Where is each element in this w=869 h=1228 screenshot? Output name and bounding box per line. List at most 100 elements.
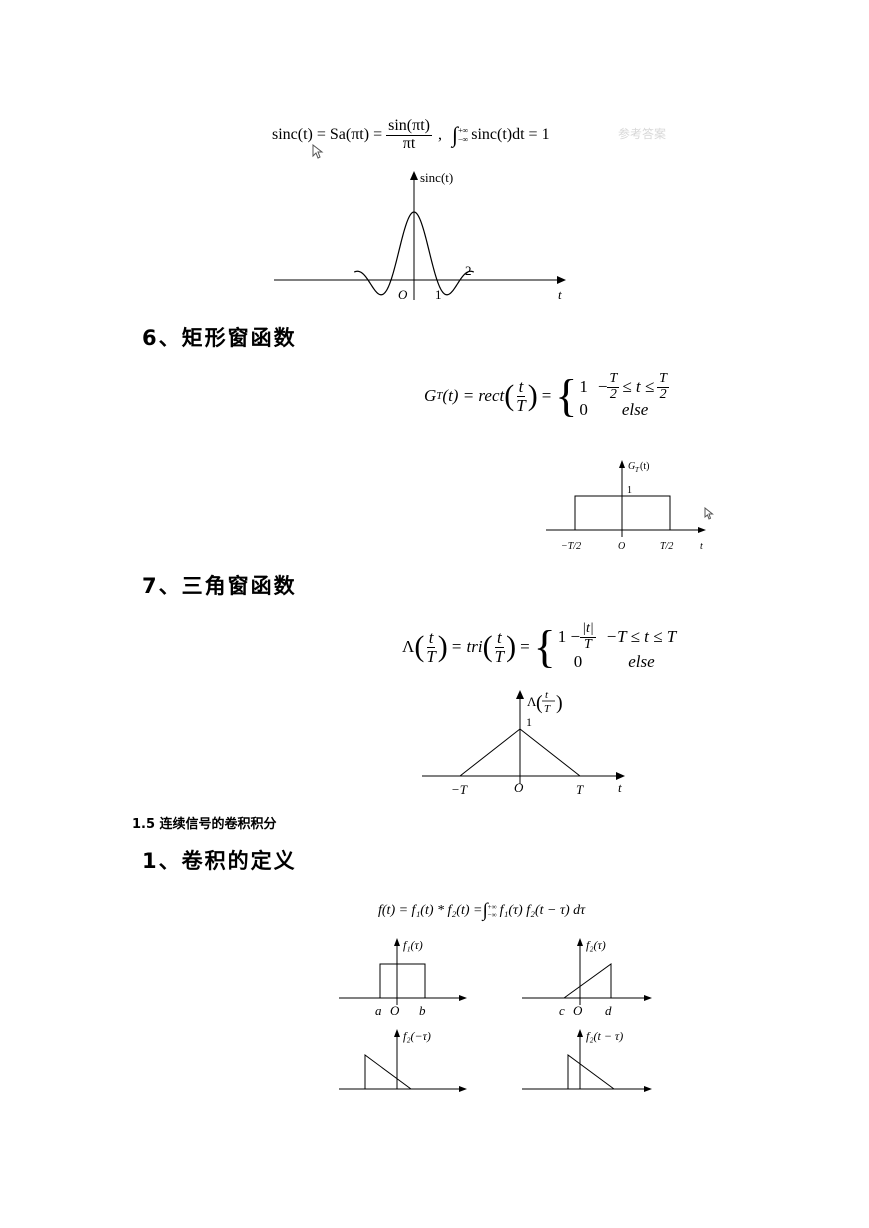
- sinc-plot: sinc(t) t O 1 2: [274, 170, 566, 302]
- rect-pulse: [574, 495, 671, 530]
- f2-neg-y-arrow: [394, 1029, 400, 1037]
- conv-integral-lower: −∞: [487, 911, 497, 919]
- rect-y-label: G: [628, 461, 635, 472]
- sinc-tick-1: 1: [435, 287, 442, 302]
- tri-origin-label: O: [514, 780, 524, 795]
- tri-triangle: [459, 728, 581, 777]
- tri-y-label: Λ: [527, 694, 537, 709]
- tri-paren1-close: ): [437, 630, 448, 664]
- f1-plot: f₁(τ) a O b: [339, 938, 467, 1018]
- integral-lower: −∞: [458, 135, 469, 145]
- rect-case2-cond: else: [621, 400, 649, 420]
- tri-case2-value: 0: [573, 652, 583, 672]
- tri-y-frac-den: T: [544, 703, 551, 715]
- f2-shift-x-arrow: [644, 1086, 652, 1092]
- integral-limits: +∞ −∞: [458, 126, 468, 145]
- watermark-text: 参考答案: [618, 127, 667, 141]
- sinc-y-label: sinc(t): [420, 170, 453, 185]
- rect-frac-den: T: [516, 395, 526, 415]
- rect-g-sub: T: [436, 390, 443, 403]
- sinc-fraction: sin(πt) πt: [386, 117, 432, 153]
- f2-shift-ramp: [567, 1054, 615, 1090]
- tri-brace: {: [533, 621, 556, 673]
- tri-y-paren-open: (: [536, 692, 543, 714]
- tri-case1-cond: −T ≤ t ≤ T: [605, 627, 677, 647]
- f2-shift-y-arrow: [577, 1029, 583, 1037]
- rect-paren-open: (: [504, 379, 515, 413]
- mouse-cursor-icon: [312, 144, 324, 159]
- rect-case-2: 0 else: [579, 400, 669, 420]
- rect-case2-value: 0: [579, 400, 588, 420]
- sinc-formula-lhs: sinc(t) = Sa(πt) =: [272, 126, 383, 144]
- f2-plot: f₂(τ) c O d: [522, 938, 652, 1018]
- conv-integrand: f₁(τ) f₂(t − τ) dτ: [499, 903, 586, 918]
- f2-x-arrow: [644, 995, 652, 1001]
- f2-o-label: O: [573, 1003, 583, 1018]
- rect-g: G: [424, 386, 437, 406]
- sinc-y-arrow: [410, 171, 418, 180]
- tri-paren2-open: (: [482, 630, 493, 664]
- tri-case-2: 0 else: [558, 652, 676, 672]
- rect-x-arrow: [698, 527, 706, 533]
- rect-frac-num: t: [516, 376, 526, 397]
- section-7-heading: 7、三角窗函数: [142, 574, 297, 598]
- tri-frac-1-num: t: [426, 627, 436, 648]
- rect-origin-label: O: [618, 541, 625, 552]
- sinc-curve: [353, 211, 475, 296]
- rect-x-label: t: [700, 541, 703, 552]
- rect-case1-frac-left-num: T: [607, 371, 620, 388]
- tri-tri: = tri: [450, 637, 483, 657]
- tri-case2-cond: else: [628, 652, 655, 672]
- sinc-x-arrow: [557, 276, 566, 284]
- rect-mid: (t) = rect: [442, 386, 505, 406]
- conv-lhs: f(t) = f₁(t) * f₂(t) =: [378, 903, 483, 918]
- tri-paren2-close: ): [506, 630, 517, 664]
- f2-ramp: [563, 963, 612, 999]
- rect-case1-frac-right: T 2: [657, 371, 669, 402]
- rect-case1-mid: ≤ t ≤: [622, 377, 655, 397]
- tri-case-1: 1 − |t| T −T ≤ t ≤ T: [558, 621, 677, 652]
- tri-y-arrow: [516, 690, 524, 699]
- rect-height-label: 1: [627, 485, 632, 496]
- tri-x-label: t: [618, 780, 622, 795]
- rect-case-1: 1 − T 2 ≤ t ≤ T 2: [579, 371, 669, 402]
- rect-case1-frac-right-num: T: [657, 371, 669, 388]
- f2-neg-x-arrow: [459, 1086, 467, 1092]
- rect-plot: G T (t) 1 −T/2 O T/2 t: [546, 460, 706, 552]
- tri-peak-label: 1: [526, 715, 532, 729]
- sinc-x-label: t: [558, 287, 562, 302]
- rect-case1-minus: −: [597, 377, 608, 397]
- f2-shift-plot: f₂(t − τ): [522, 1029, 652, 1092]
- convolution-formula: f(t) = f₁(t) * f₂(t) = ∫ +∞ −∞ f₁(τ) f₂(…: [378, 900, 585, 922]
- f2-neg-ramp: [364, 1054, 412, 1090]
- rect-case1-frac-left-den: 2: [609, 386, 617, 402]
- rect-y-arg: (t): [640, 461, 649, 472]
- rect-y-sub: T: [635, 466, 640, 474]
- tri-y-frac-num: t: [545, 689, 549, 701]
- tri-frac-2-num: t: [494, 627, 504, 648]
- tri-paren1-open: (: [414, 630, 425, 664]
- conv-integral-limits: +∞ −∞: [488, 903, 497, 920]
- sinc-frac-num: sin(πt): [386, 117, 432, 136]
- f2-label: f₂(τ): [586, 938, 606, 952]
- tri-formula: Λ ( t T ) = tri ( t T ) = { 1 − |t| T −T…: [402, 621, 677, 673]
- tri-case1-frac: |t| T: [580, 621, 596, 652]
- tri-equals: =: [520, 637, 530, 657]
- sinc-formula: sinc(t) = Sa(πt) = sin(πt) πt , ∫ +∞ −∞ …: [272, 117, 550, 153]
- tri-lambda: Λ: [402, 637, 415, 657]
- tri-right-label: T: [576, 782, 584, 797]
- sinc-separator: ,: [437, 126, 442, 144]
- rect-equals: =: [541, 386, 552, 406]
- tri-cases: 1 − |t| T −T ≤ t ≤ T 0 else: [558, 621, 677, 672]
- f1-y-arrow: [394, 938, 400, 946]
- rect-case1-frac-right-den: 2: [659, 386, 667, 402]
- conv-integral-sign: ∫: [482, 900, 488, 921]
- tri-x-arrow: [616, 772, 625, 780]
- rect-brace: {: [555, 370, 578, 422]
- f2-shift-label: f₂(t − τ): [586, 1029, 623, 1043]
- f2-y-arrow: [577, 938, 583, 946]
- tri-plot: Λ ( t T ) 1 −T O T t: [422, 689, 625, 797]
- sinc-origin-label: O: [398, 287, 408, 302]
- tri-frac-1-den: T: [426, 646, 436, 666]
- f2-neg-plot: f₂(−τ): [339, 1029, 467, 1092]
